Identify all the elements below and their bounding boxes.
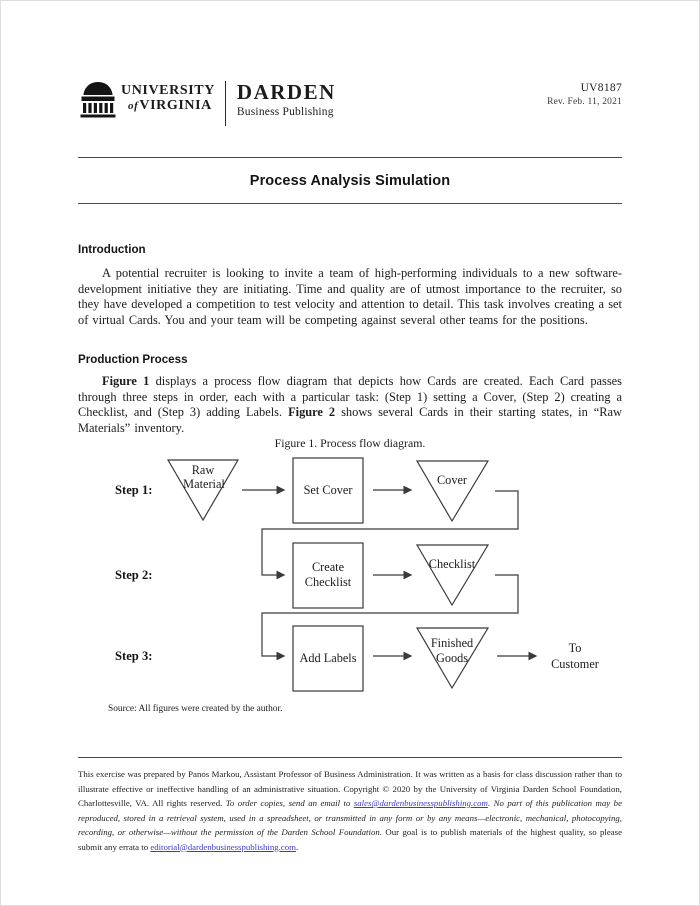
step1-label: Step 1: <box>115 483 152 497</box>
figure-1: Step 1: Raw Material Set Cover Cover Ste… <box>78 453 622 698</box>
step3-label: Step 3: <box>115 649 152 663</box>
footer: This exercise was prepared by Panos Mark… <box>78 757 622 854</box>
create-checklist-label-line2: Checklist <box>305 575 352 589</box>
document-number-block: UV8187 Rev. Feb. 11, 2021 <box>547 82 622 107</box>
production-process-heading: Production Process <box>78 353 188 366</box>
connector-step1-to-step2 <box>261 490 519 580</box>
finished-goods-inventory-triangle <box>415 627 490 690</box>
step2-label: Step 2: <box>115 568 152 582</box>
set-cover-label: Set Cover <box>304 483 353 497</box>
raw-material-label-line2: Material <box>183 477 225 491</box>
header: UNIVERSITY ofVIRGINIA DARDEN Business Pu… <box>78 80 622 126</box>
revision-date: Rev. Feb. 11, 2021 <box>547 96 622 107</box>
to-customer-label-line1: To <box>569 641 582 655</box>
add-labels-label: Add Labels <box>299 651 356 665</box>
darden-brand-subtitle: Business Publishing <box>236 106 334 118</box>
introduction-heading: Introduction <box>78 243 146 256</box>
figure-caption: Figure 1. Process flow diagram. <box>274 436 426 450</box>
figure-source-note: Source: All figures were created by the … <box>108 704 283 714</box>
production-process-paragraph: Figure 1 displays a process flow diagram… <box>78 374 622 435</box>
raw-material-label-line1: Raw <box>192 463 215 477</box>
create-checklist-label-line1: Create <box>312 560 345 574</box>
darden-wordmark: DARDEN Business Publishing <box>237 82 336 119</box>
to-customer-label-line2: Customer <box>551 657 599 671</box>
figure2-reference: Figure 2 <box>288 405 336 420</box>
cover-label: Cover <box>437 473 467 487</box>
finished-goods-label-line1: Finished <box>431 636 473 650</box>
set-cover-process-box <box>292 457 364 524</box>
title-block: Process Analysis Simulation <box>78 157 622 204</box>
university-wordmark-line2: ofVIRGINIA <box>121 99 215 113</box>
logo-divider <box>224 81 226 126</box>
sales-email-link[interactable]: sales@dardenbusinesspublishing.com <box>353 798 488 808</box>
checklist-label: Checklist <box>429 557 476 571</box>
process-flow-diagram: Step 1: Raw Material Set Cover Cover Ste… <box>115 457 599 692</box>
checklist-inventory-triangle <box>415 544 490 607</box>
create-checklist-process-box <box>292 542 364 609</box>
connector-step2-to-step3 <box>261 574 519 661</box>
editorial-email-link[interactable]: editorial@dardenbusinesspublishing.com <box>150 841 296 852</box>
university-wordmark-of: of <box>128 100 139 112</box>
uva-rotunda-icon <box>80 82 116 118</box>
add-labels-process-box <box>292 625 364 692</box>
document-number: UV8187 <box>580 82 622 94</box>
cover-inventory-triangle <box>415 460 490 523</box>
footer-text: This exercise was prepared by Panos Mark… <box>78 769 622 808</box>
page-title: Process Analysis Simulation <box>249 172 451 189</box>
publisher-logo: UNIVERSITY ofVIRGINIA DARDEN Business Pu… <box>78 80 336 126</box>
introduction-paragraph: A potential recruiter is looking to invi… <box>78 266 622 327</box>
university-wordmark-virginia: VIRGINIA <box>139 98 212 113</box>
raw-material-inventory-triangle <box>166 459 240 522</box>
university-wordmark-line1: UNIVERSITY <box>121 83 215 98</box>
darden-brand: DARDEN <box>236 80 336 104</box>
university-wordmark: UNIVERSITY ofVIRGINIA <box>121 84 215 113</box>
figure1-reference: Figure 1 <box>102 374 150 388</box>
finished-goods-label-line2: Goods <box>436 651 468 665</box>
